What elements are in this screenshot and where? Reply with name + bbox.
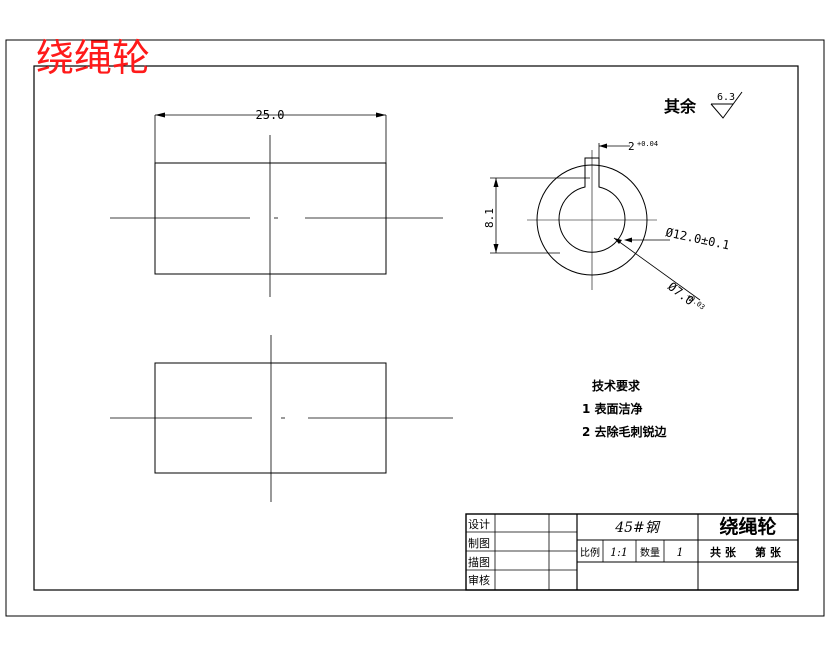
tech-req-item-1: 1 表面洁净 [582, 401, 643, 416]
sheet-number: 第 张 [755, 545, 782, 559]
width-dimension-label: 25.0 [256, 108, 285, 122]
width-dim-arrow-right [376, 112, 386, 118]
role-design: 设计 [468, 518, 490, 531]
keyway-width-arrow [599, 143, 607, 149]
surface-finish-label: 其余 [664, 97, 697, 116]
tech-req-heading: 技术要求 [592, 378, 641, 393]
quantity-label: 数量 [640, 546, 660, 559]
keyway-depth-arrow-bottom [493, 244, 499, 253]
title-block-frame [465, 513, 799, 591]
role-drafting: 制图 [468, 537, 490, 550]
outer-diameter-arrow [624, 237, 632, 243]
quantity-value: 1 [677, 546, 684, 559]
outer-border [5, 39, 825, 617]
outer-diameter-label: Ø12.0±0.1 [664, 225, 731, 252]
keyway-depth-label: 8.1 [483, 208, 496, 228]
keyway-width-tolerance: +0.04 [637, 140, 658, 148]
title-block [465, 513, 799, 591]
sheets-total: 共 张 [710, 545, 737, 559]
width-dim-arrow-left [155, 112, 165, 118]
role-tracing: 描图 [468, 555, 490, 569]
scale-value: 1:1 [610, 546, 628, 559]
keyway-width-label: 2 [628, 140, 635, 153]
keyway-depth-arrow-top [493, 178, 499, 187]
part-name: 绕绳轮 [719, 515, 776, 538]
surface-finish-value: 6.3 [717, 92, 735, 103]
tech-req-item-2: 2 去除毛刺锐边 [582, 424, 668, 439]
front-view [110, 112, 443, 297]
bore-diameter-leader [613, 237, 701, 301]
inner-frame [33, 65, 799, 591]
bore-diameter-arrow [614, 238, 622, 244]
surface-finish-icon [710, 91, 743, 119]
bore-with-keyway [558, 157, 626, 253]
role-review: 审核 [468, 573, 490, 587]
scale-label: 比例 [580, 546, 600, 559]
front-view-outline [154, 162, 387, 275]
material: 45#钢 [614, 520, 661, 536]
drawing-title: 绕绳轮 [36, 36, 151, 80]
bottom-view [110, 335, 453, 502]
side-view [490, 143, 701, 301]
